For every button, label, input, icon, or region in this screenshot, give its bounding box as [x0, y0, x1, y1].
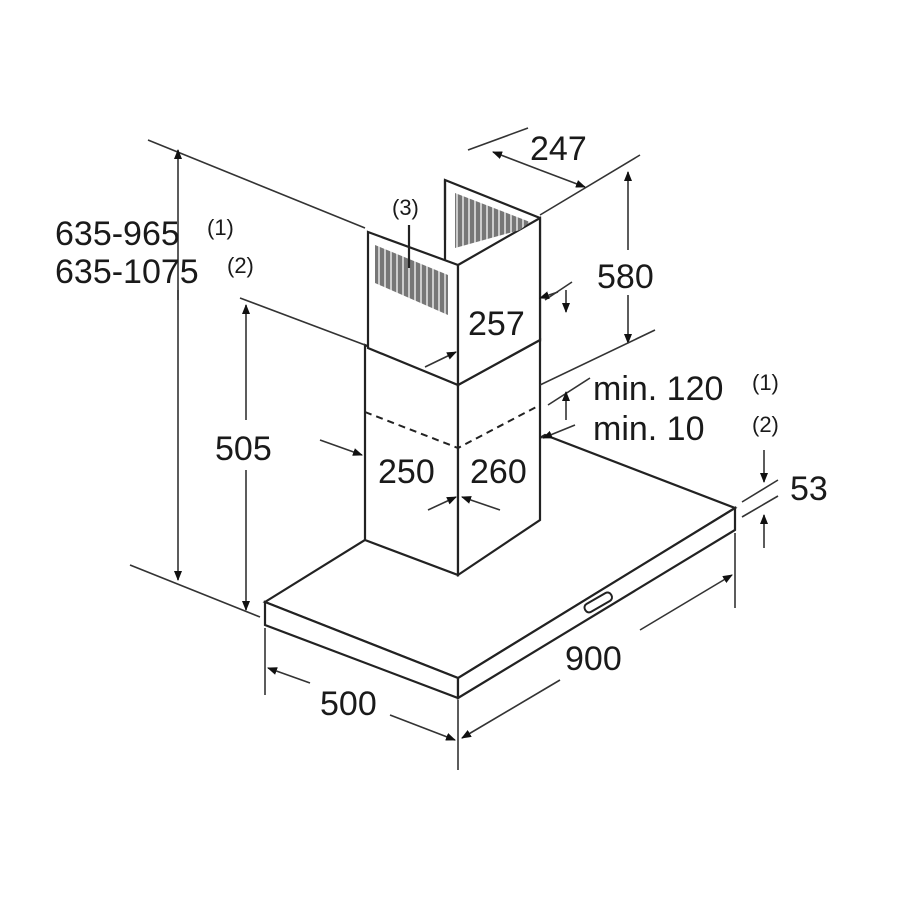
gap-min-1-note: (1) [752, 370, 779, 395]
lower-chimney-width-label: 250 [378, 453, 435, 491]
total-height-label-1: 635-965 [55, 215, 180, 253]
gap-min-2-note: (2) [752, 412, 779, 437]
total-height-label-2: 635-1075 [55, 253, 199, 291]
upper-chimney-depth-label: 257 [468, 305, 525, 343]
canopy-width-label: 900 [565, 640, 622, 678]
filter-grille-left [375, 245, 448, 315]
filter-grille-back [455, 193, 530, 248]
canopy [262, 433, 738, 700]
dimension-lines [129, 127, 779, 770]
total-height-note-1: (1) [207, 215, 234, 240]
filter-callout-label: (3) [392, 195, 419, 220]
upper-chimney [366, 178, 542, 387]
lower-chimney-depth-label: 260 [470, 453, 527, 491]
lower-chimney [363, 338, 542, 578]
total-height-note-2: (2) [227, 253, 254, 278]
canopy-depth-label: 500 [320, 685, 377, 723]
lower-chimney-height-label: 505 [215, 430, 272, 468]
canopy-thickness-label: 53 [790, 470, 828, 508]
gap-min-1-label: min. 120 [593, 370, 723, 408]
gap-min-2-label: min. 10 [593, 410, 705, 448]
chimney-width-top-label: 247 [530, 130, 587, 168]
upper-chimney-height-label: 580 [597, 258, 654, 296]
control-buttons [583, 591, 614, 614]
